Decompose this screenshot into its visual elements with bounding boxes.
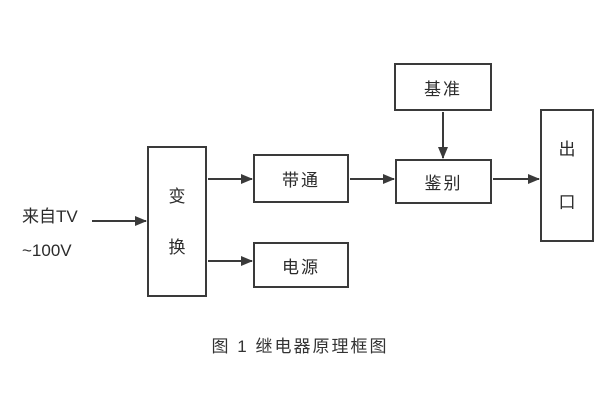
- transform-block-char2: 换: [168, 237, 186, 257]
- outlet-block: 出 口: [540, 109, 594, 242]
- reference-block-label: 基准: [424, 79, 462, 99]
- reference-block: 基准: [394, 63, 492, 111]
- input-voltage-line2: ~100V: [22, 241, 72, 260]
- input-source-line1: 来自TV: [22, 207, 78, 226]
- figure-caption: 图 1 继电器原理框图: [211, 337, 389, 356]
- discriminate-block: 鉴别: [395, 159, 492, 204]
- bandpass-block-label: 带通: [282, 171, 320, 190]
- outlet-block-char1: 出: [558, 139, 576, 159]
- power-block: 电源: [253, 242, 349, 288]
- power-block-label: 电源: [282, 257, 320, 277]
- bandpass-block: 带通: [253, 154, 349, 203]
- discriminate-block-label: 鉴别: [424, 174, 463, 193]
- input-source-label: 来自TV ~100V: [22, 200, 78, 268]
- outlet-block-char2: 口: [558, 192, 576, 212]
- transform-block: 变 换: [147, 146, 207, 297]
- transform-block-char1: 变: [168, 186, 186, 206]
